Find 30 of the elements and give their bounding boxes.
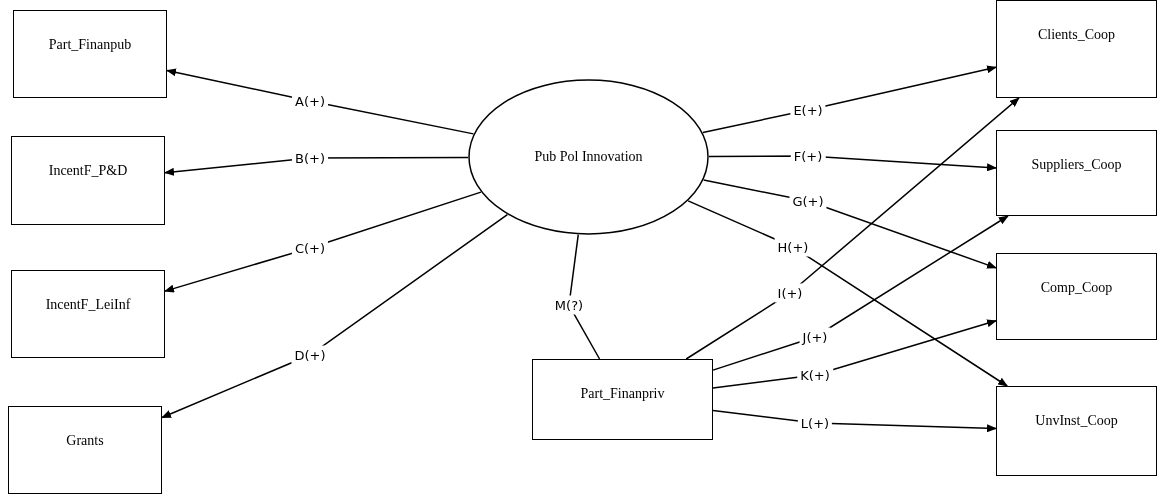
variable-box bbox=[13, 10, 167, 98]
arrow bbox=[712, 215, 1009, 371]
variable-box bbox=[11, 136, 165, 225]
node-label: IncentF_P&D bbox=[48, 163, 128, 179]
node-label: Suppliers_Coop bbox=[1031, 157, 1122, 173]
node-label: IncentF_LeiInf bbox=[45, 297, 131, 313]
arrow bbox=[164, 191, 482, 293]
variable-box bbox=[532, 359, 713, 440]
node-label: Clients_Coop bbox=[1038, 27, 1115, 43]
arrow bbox=[164, 156, 469, 176]
node-label: Comp_Coop bbox=[1040, 280, 1113, 296]
arrow bbox=[166, 68, 475, 135]
variable-box bbox=[11, 270, 165, 358]
arrow bbox=[685, 97, 1020, 360]
edge-label: H(+) bbox=[774, 237, 812, 257]
node-label: Grants bbox=[66, 433, 104, 449]
edge-label: J(+) bbox=[799, 327, 831, 347]
ellipse-node bbox=[468, 79, 709, 235]
node-label: Pub Pol Innovation bbox=[534, 149, 643, 165]
node-label: Part_Finanpub bbox=[48, 37, 132, 53]
variable-box bbox=[8, 406, 162, 494]
variable-box bbox=[996, 253, 1157, 340]
variable-box bbox=[996, 0, 1157, 98]
edge-label: C(+) bbox=[291, 238, 329, 258]
arrow bbox=[687, 200, 1008, 387]
arrow bbox=[161, 213, 509, 419]
node-label: UnvInst_Coop bbox=[1035, 413, 1118, 429]
variable-box bbox=[996, 130, 1157, 216]
variable-box bbox=[996, 386, 1157, 476]
node-label: Part_Finanpriv bbox=[580, 386, 665, 402]
